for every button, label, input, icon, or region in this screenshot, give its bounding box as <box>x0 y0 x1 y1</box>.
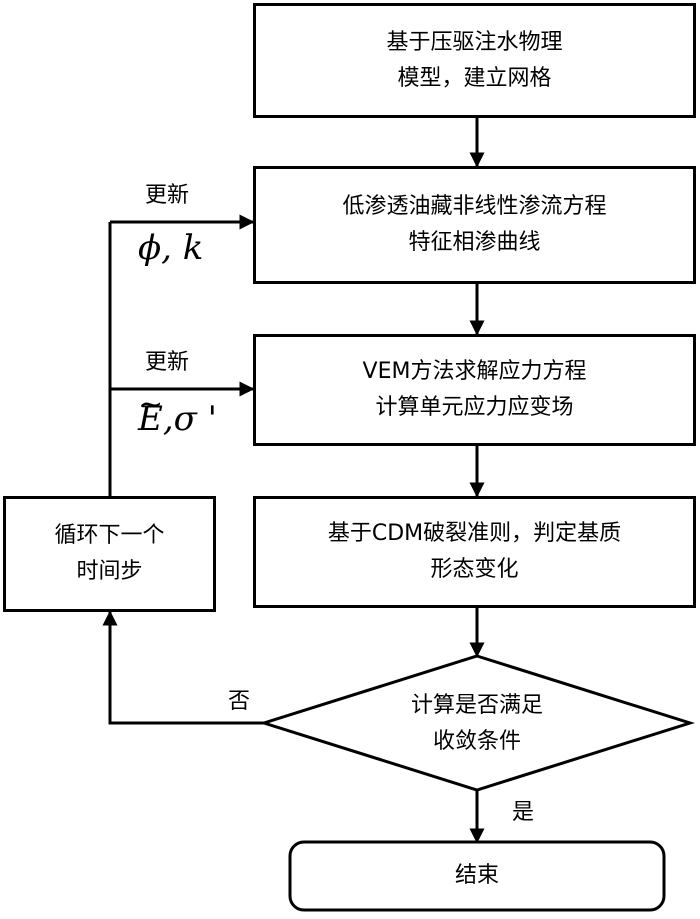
arrow-no-to-loop <box>102 610 267 725</box>
seepage-equation-text-2: 特征相渗曲线 <box>408 230 541 255</box>
porosity-permeability-vars: ϕ, k <box>138 228 204 268</box>
convergence-decision: 计算是否满足 收敛条件 <box>377 688 577 760</box>
convergence-decision-text-2: 收敛条件 <box>432 729 521 754</box>
update-label-1: 更新 <box>145 183 190 208</box>
convergence-decision-text-1: 计算是否满足 <box>410 693 543 718</box>
end-label: 结束 <box>454 863 499 888</box>
update-label-2: 更新 <box>145 350 190 375</box>
seepage-equation-box: 低渗透油藏非线性渗流方程 特征相渗曲线 <box>253 166 696 284</box>
yes-label: 是 <box>512 800 535 825</box>
model-grid-text-2: 模型，建立网格 <box>397 65 552 91</box>
effective-stress-symbol: ,σ ' <box>162 399 217 439</box>
no-label: 否 <box>228 689 251 714</box>
vem-stress-box: VEM方法求解应力方程 计算单元应力应变场 <box>253 334 696 446</box>
cdm-criterion-box: 基于CDM破裂准则，判定基质 形态变化 <box>253 496 696 608</box>
decision-diamond <box>259 654 695 792</box>
next-timestep-text-2: 时间步 <box>76 559 143 584</box>
next-timestep-text-1: 循环下一个 <box>54 523 165 548</box>
next-timestep-box: 循环下一个 时间步 <box>3 496 216 612</box>
cdm-criterion-text-2: 形态变化 <box>430 557 519 582</box>
modulus-symbol: ~E <box>138 387 164 439</box>
cdm-criterion-text-1: 基于CDM破裂准则，判定基质 <box>327 521 622 546</box>
end-terminator <box>288 840 666 912</box>
vem-stress-text-2: 计算单元应力应变场 <box>375 395 574 420</box>
vem-stress-text-1: VEM方法求解应力方程 <box>362 359 587 384</box>
model-grid-box: 基于压驱注水物理 模型，建立网格 <box>253 3 696 118</box>
modulus-stress-vars: ~E,σ ' <box>138 387 217 439</box>
model-grid-text-1: 基于压驱注水物理 <box>386 29 563 55</box>
seepage-equation-text-1: 低渗透油藏非线性渗流方程 <box>342 194 607 219</box>
